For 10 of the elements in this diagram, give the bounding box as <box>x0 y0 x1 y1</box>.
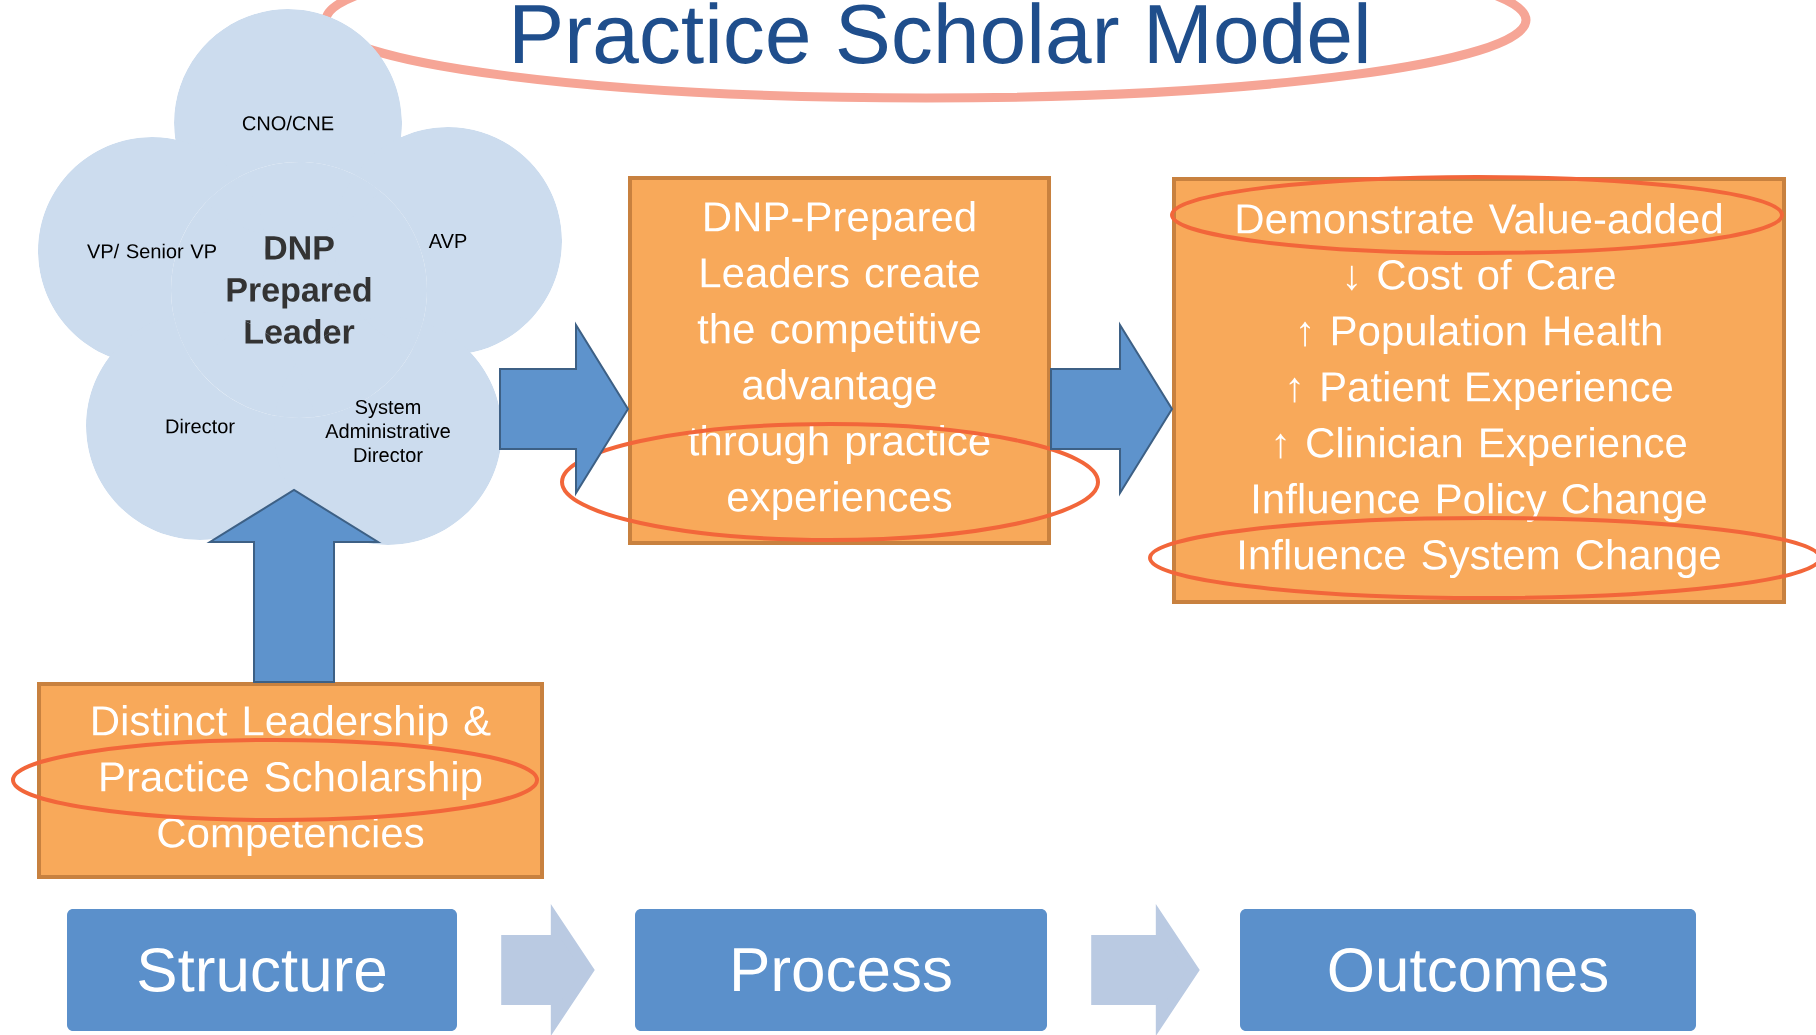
text-box: DNP-Prepared Leaders create the competitive advantage through practice experiences <box>628 176 1051 545</box>
stage-bar: Outcomes <box>1240 909 1696 1031</box>
stage-bar: Process <box>635 909 1047 1031</box>
stage-bar: Structure <box>67 909 457 1031</box>
block-arrow <box>206 488 382 683</box>
title: Practice Scholar Model <box>515 2 1367 64</box>
block-arrow <box>499 321 630 497</box>
text-box: Distinct Leadership & Practice Scholarship Competencies <box>37 682 544 879</box>
text-box: Demonstrate Value-added ↓ Cost of Care ↑ Population Health ↑ Patient Experience ↑ Clinician Experience Influence Policy Change Influence System Change <box>1172 177 1786 604</box>
block-arrow <box>1050 321 1174 497</box>
